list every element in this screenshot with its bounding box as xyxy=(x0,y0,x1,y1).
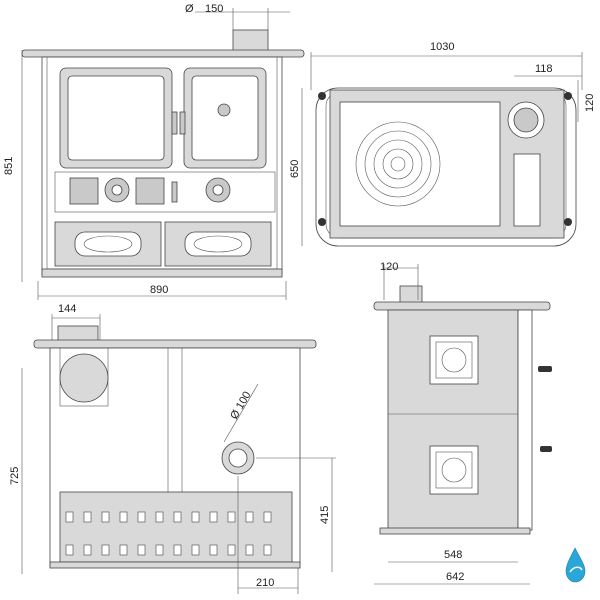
back-base xyxy=(49,561,301,569)
back-top-rail xyxy=(33,339,317,349)
side-upper-vent-circle xyxy=(441,347,467,373)
front-drawer-left-ornament xyxy=(83,235,133,253)
top-depth-label: 650 xyxy=(289,160,301,178)
top-ring-2 xyxy=(364,130,432,198)
back-flue-circle-icon xyxy=(59,353,109,403)
front-handle-left xyxy=(171,111,178,135)
front-thermometer-icon xyxy=(217,103,231,117)
side-upper-vent-inner xyxy=(435,341,473,379)
front-drawer-right-handle xyxy=(184,231,252,257)
dim-line xyxy=(223,383,259,443)
back-air-inlet-inner xyxy=(228,448,248,468)
top-ring-outer xyxy=(355,121,441,207)
top-offset-x-label: 118 xyxy=(535,63,553,75)
side-handle-lower xyxy=(540,446,552,452)
side-view: 120 548 642 xyxy=(373,261,552,585)
side-top-rail xyxy=(373,301,551,311)
front-knob-left-center xyxy=(111,184,123,196)
top-view: 1030 118 120 650 xyxy=(289,41,596,247)
front-ash-door-left xyxy=(69,177,99,205)
back-offset-label: 144 xyxy=(58,303,76,315)
top-bolt-tr xyxy=(564,92,572,100)
side-front-profile xyxy=(517,309,533,531)
front-ash-door-right xyxy=(135,177,165,205)
back-flue-frame xyxy=(59,347,109,407)
back-height-label: 725 xyxy=(9,467,21,485)
side-lower-vent-circle xyxy=(441,457,467,483)
front-handle-mid xyxy=(171,181,178,203)
front-flue-pipe xyxy=(232,29,269,53)
side-lower-vent-icon xyxy=(429,445,479,495)
back-hole-x-label: 210 xyxy=(256,577,274,589)
front-control-band xyxy=(54,171,276,213)
front-drawer-right-ornament xyxy=(193,235,243,253)
top-bolt-br xyxy=(564,218,572,226)
water-drop-logo xyxy=(565,547,586,583)
front-handle-right xyxy=(179,111,186,135)
front-drawer-left-handle xyxy=(74,231,142,257)
side-total-label: 642 xyxy=(446,571,464,583)
top-ring-4 xyxy=(382,148,414,180)
top-firebox-slot xyxy=(513,153,541,227)
back-view: 144 725 Ø 100 415 210 xyxy=(9,303,336,594)
side-base xyxy=(379,527,531,535)
top-ring-center xyxy=(390,156,406,172)
front-width-label: 890 xyxy=(150,284,168,296)
top-bolt-bl xyxy=(318,218,326,226)
top-bolt-tl xyxy=(318,92,326,100)
side-flue-pipe xyxy=(399,285,423,305)
back-vent-slots xyxy=(65,511,272,556)
top-offset-y-label: 120 xyxy=(584,94,596,112)
side-inner-label: 548 xyxy=(444,549,462,561)
top-flue-outlet-inner xyxy=(513,107,539,133)
side-handle-upper xyxy=(538,366,552,372)
front-height-label: 851 xyxy=(3,157,15,175)
top-width-label: 1030 xyxy=(430,41,454,53)
side-offset-label: 120 xyxy=(380,261,398,273)
front-left-door-panel xyxy=(67,75,165,161)
back-hole-height-label: 415 xyxy=(319,506,331,524)
side-lower-vent-inner xyxy=(435,451,473,489)
front-knob-right-center xyxy=(212,184,224,196)
front-flue-value: 150 xyxy=(205,3,223,15)
front-base xyxy=(41,268,283,278)
top-cooking-plate xyxy=(339,101,501,227)
front-view: Ø 150 851 890 xyxy=(3,3,305,300)
side-upper-vent-icon xyxy=(429,335,479,385)
top-ring-3 xyxy=(373,139,423,189)
front-flue-diameter-symbol: Ø xyxy=(185,3,194,15)
front-right-door-panel xyxy=(191,75,259,161)
front-top-rail xyxy=(21,49,305,58)
